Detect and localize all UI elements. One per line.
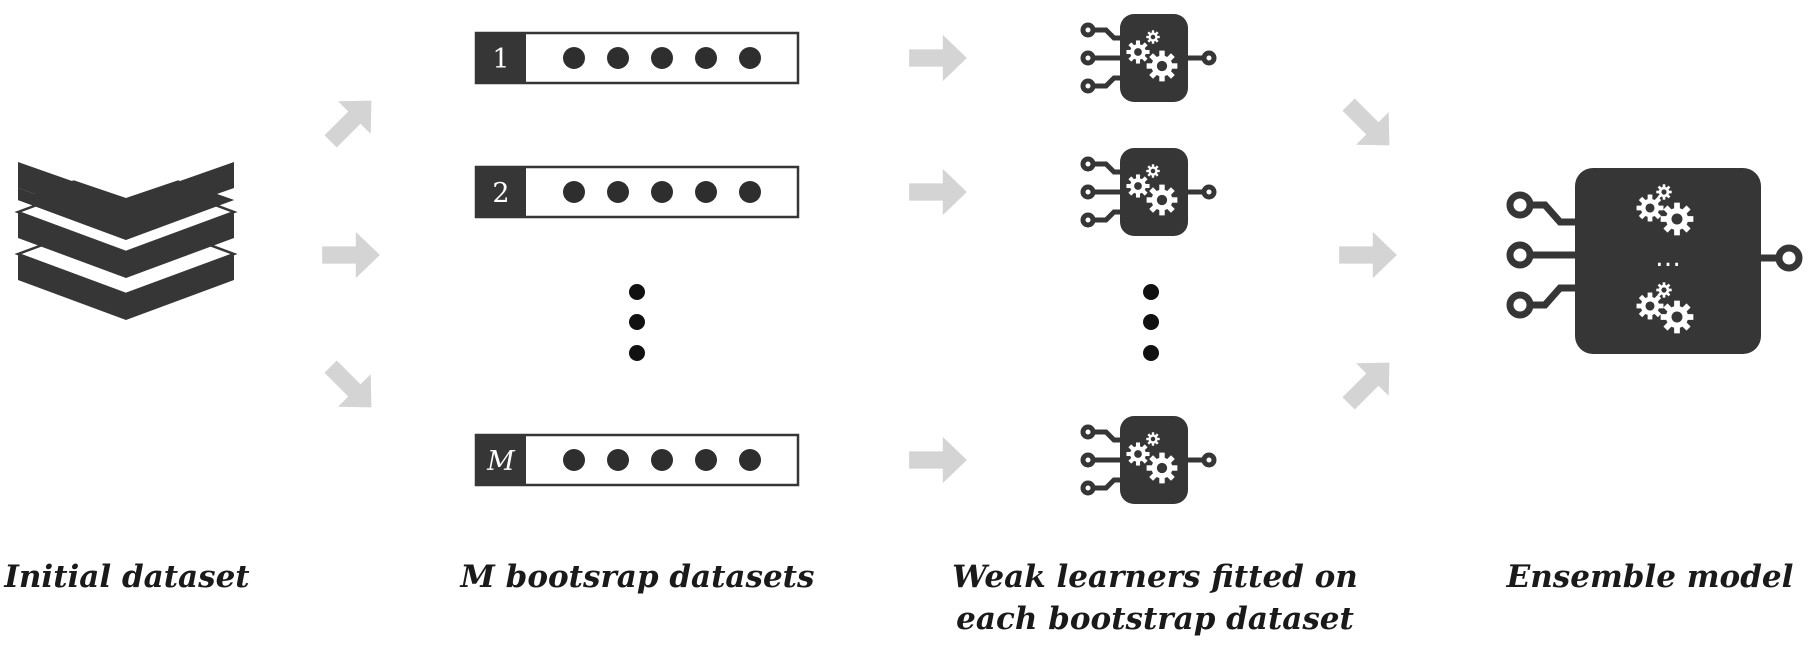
arrow-icon (909, 436, 967, 484)
arrow-icon (1339, 231, 1397, 279)
ensemble-chip-icon: … (1506, 168, 1803, 354)
bootstrap-row-index: M (486, 446, 516, 477)
bootstrap-row: M (474, 433, 800, 487)
bootstrap-row: 1 (474, 31, 800, 85)
stacked-layers-icon (14, 128, 238, 320)
ensemble-separator: … (1655, 243, 1681, 273)
vertical-ellipsis-icon (629, 284, 645, 361)
arrow-icon (314, 84, 388, 158)
caption-initial-dataset: Initial dataset (4, 559, 250, 595)
chip-gears-icon (1083, 416, 1214, 504)
arrow-icon (1332, 346, 1406, 420)
arrow-icon (1332, 88, 1406, 162)
bootstrap-row-index: 2 (492, 178, 509, 209)
bootstrap-row: 2 (474, 165, 800, 219)
caption-bootstrap-datasets: M bootsrap datasets (460, 559, 815, 595)
caption-weak-learners-line2: each bootstrap dataset (956, 601, 1354, 637)
chip-gears-icon (1083, 14, 1214, 102)
arrow-icon (322, 231, 380, 279)
arrow-icon (909, 34, 967, 82)
arrow-icon (909, 168, 967, 216)
vertical-ellipsis-icon (1143, 284, 1159, 361)
arrow-icon (314, 350, 388, 424)
caption-ensemble-model: Ensemble model (1506, 559, 1794, 595)
bootstrap-row-index: 1 (492, 44, 509, 75)
caption-weak-learners-line1: Weak learners fitted on (952, 559, 1358, 595)
chip-gears-icon (1083, 148, 1214, 236)
